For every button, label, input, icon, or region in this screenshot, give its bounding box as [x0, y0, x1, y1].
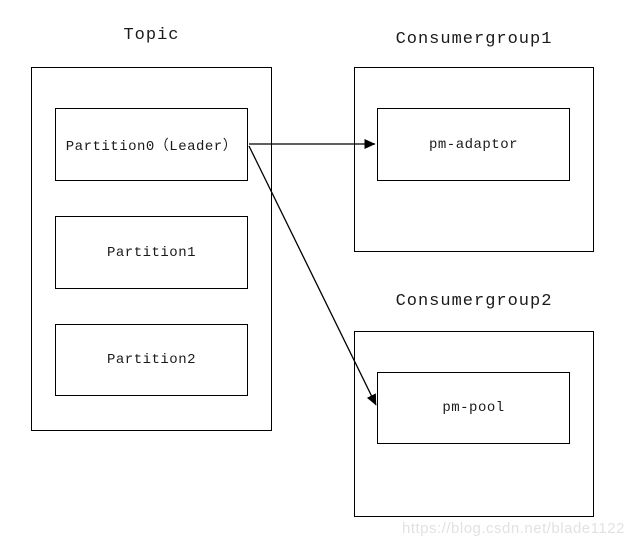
pm-adaptor-box: pm-adaptor — [377, 108, 570, 181]
pm-pool-box: pm-pool — [377, 372, 570, 444]
consumergroup1-title: Consumergroup1 — [395, 30, 553, 49]
topic-title: Topic — [123, 26, 180, 45]
partition1-box: Partition1 — [55, 216, 248, 289]
csdn-watermark: https://blog.csdn.net/blade1122 — [402, 520, 625, 537]
partition2-box: Partition2 — [55, 324, 248, 396]
partition0-leader-box: Partition0（Leader） — [55, 108, 248, 181]
consumergroup2-title: Consumergroup2 — [395, 292, 553, 311]
